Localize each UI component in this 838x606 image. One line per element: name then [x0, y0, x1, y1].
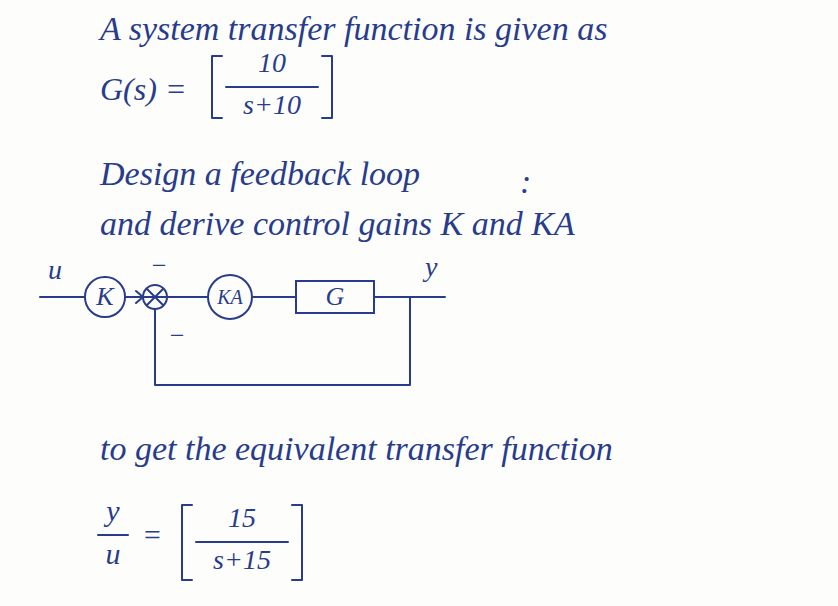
feedback-wire [155, 297, 410, 385]
fraction-bar [226, 86, 318, 88]
punctuation: : [520, 163, 531, 200]
input-wire [40, 296, 85, 298]
bracket [292, 505, 302, 580]
signal-wire [253, 296, 295, 298]
text-line: A system transfer function is given as [100, 10, 607, 47]
signal-name: y [425, 252, 437, 283]
text-line: to get the equivalent transfer function [100, 430, 613, 467]
node-label: K [96, 283, 113, 312]
plant-box: G [295, 280, 375, 315]
node-label: G [326, 283, 345, 312]
text-line: and derive control gains K and KA [100, 205, 575, 242]
fraction-bar [98, 534, 128, 536]
function-name: G(s) = [100, 72, 186, 107]
bracket [212, 56, 222, 118]
equals-sign: = [142, 518, 162, 551]
signal-name: y [106, 494, 119, 527]
numerator: 15 [228, 503, 256, 534]
signal-name: u [48, 255, 62, 286]
fraction-bar [196, 541, 288, 543]
signal-wire [126, 296, 207, 298]
node-label: KA [217, 286, 243, 308]
gain-circle: K [84, 276, 125, 317]
text-line: Design a feedback loop [100, 155, 420, 192]
sign-mark: − [168, 322, 186, 351]
signal-name: u [106, 537, 121, 570]
sign-mark: − [150, 252, 168, 281]
numerator: 10 [258, 48, 286, 79]
bracket [322, 56, 332, 118]
denominator: s+15 [213, 545, 271, 576]
gain-circle: KA [207, 274, 253, 320]
denominator: s+10 [243, 90, 301, 121]
bracket [182, 505, 192, 580]
